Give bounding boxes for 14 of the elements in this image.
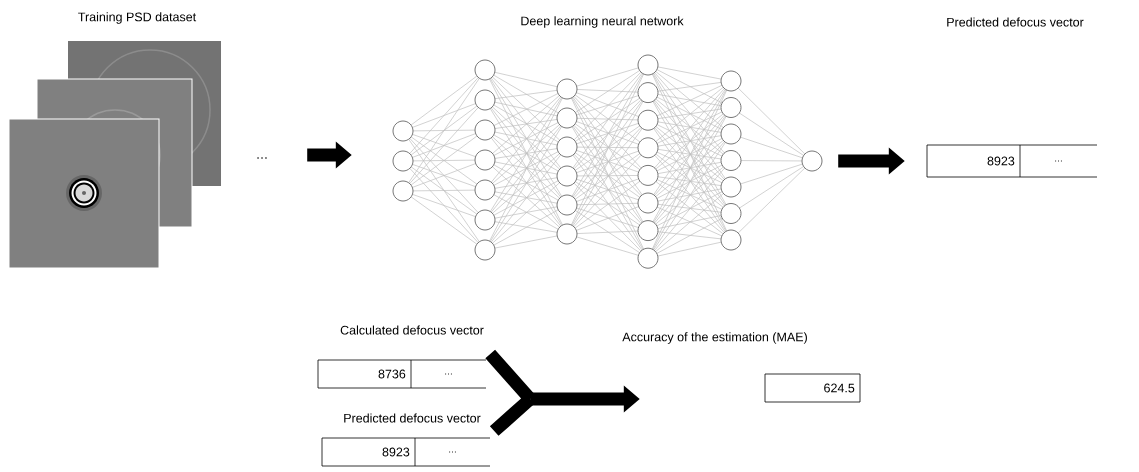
heading: Predicted defocus vector	[947, 17, 1084, 27]
heading: Training PSD dataset	[78, 12, 197, 24]
table-cell: …	[1019, 144, 1098, 178]
heading: Calculated defocus vector	[340, 325, 484, 335]
value-box: 624.5	[764, 373, 861, 403]
table-cell: …	[410, 359, 487, 389]
table-cell: 8923	[926, 144, 1021, 178]
heading: Deep learning neural network	[521, 16, 684, 28]
table-cell: 8736	[317, 359, 412, 389]
heading: Predicted defocus vector	[344, 413, 481, 423]
table-cell: …	[414, 437, 491, 467]
table-cell: 8923	[321, 437, 416, 467]
heading: Accuracy of the estimation (MAE)	[622, 332, 807, 344]
ellipsis: …	[257, 157, 267, 159]
